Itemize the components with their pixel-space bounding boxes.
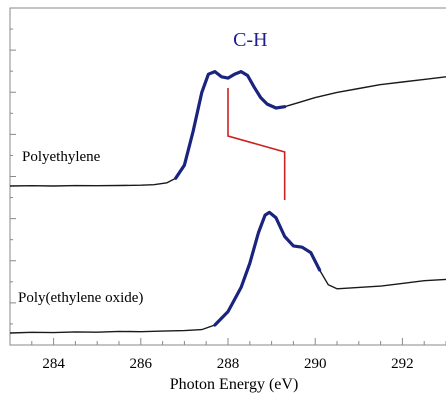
- annotation-label: C-H: [233, 29, 267, 51]
- x-tick-labels: 284 286 288 290 292: [42, 356, 413, 372]
- annotation-bracket-line: [227, 88, 286, 200]
- series-group: [9, 69, 446, 334]
- x-tick-label: 288: [217, 356, 240, 372]
- x-axis-label: Photon Energy (eV): [170, 376, 299, 393]
- x-tick-label: 286: [130, 356, 153, 372]
- series-highlight-0: [174, 69, 287, 180]
- x-tick-label: 284: [42, 356, 65, 372]
- series-line-1: [9, 211, 446, 334]
- series-label-poly-ethylene-oxide: Poly(ethylene oxide): [18, 290, 143, 306]
- annotation-group: C-H: [227, 29, 286, 200]
- axes: [9, 7, 446, 346]
- series-label-polyethylene: Polyethylene: [22, 149, 101, 165]
- series-highlight-1: [213, 210, 322, 327]
- x-tick-label: 292: [391, 356, 414, 372]
- x-tick-label: 290: [304, 356, 327, 372]
